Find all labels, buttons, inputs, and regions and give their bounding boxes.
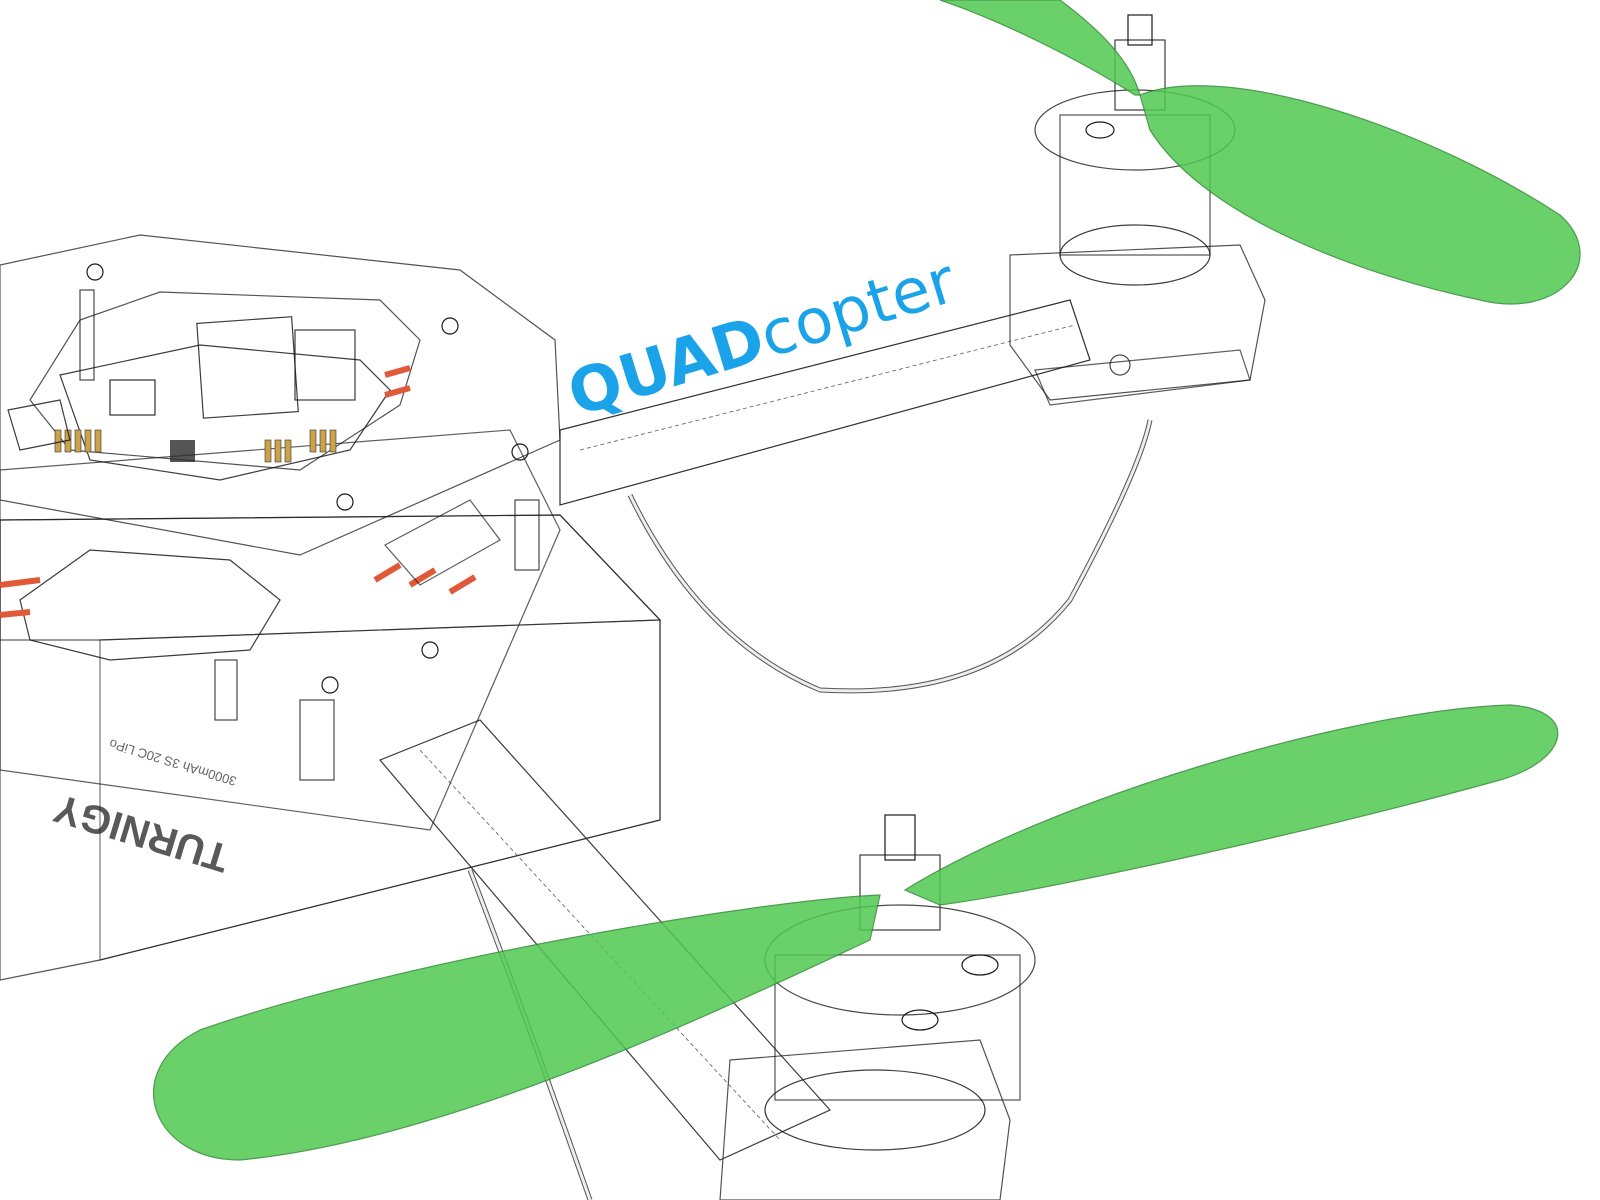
title-bold: QUAD: [560, 302, 773, 430]
esc-module: [0, 499, 501, 661]
frame-upper-plate: [0, 234, 561, 694]
battery-sublabel: 3000mAh 3S 20C LiPo: [107, 736, 238, 789]
battery-pack: TURNIGY 3000mAh 3S 20C LiPo: [0, 514, 662, 981]
propeller-lower: [153, 704, 1559, 1161]
flight-controller-board: [7, 316, 411, 481]
battery-label: TURNIGY: [49, 785, 234, 880]
motor-lower: [764, 814, 1036, 1151]
propeller-upper-right: [939, 0, 1581, 305]
arm-upper-right: [559, 299, 1091, 506]
title-light: copter: [752, 244, 964, 372]
frame-lower-plate: [0, 429, 561, 831]
svg-text:QUADcopter: QUADcopter: [560, 244, 964, 431]
motor-wire-upper: [627, 419, 1153, 694]
frame-standoffs: [79, 289, 540, 781]
motor-mount-lower: [719, 1039, 1011, 1200]
motor-mount-upper-right: [1009, 244, 1266, 406]
quadcopter-title: QUADcopter: [560, 244, 964, 431]
